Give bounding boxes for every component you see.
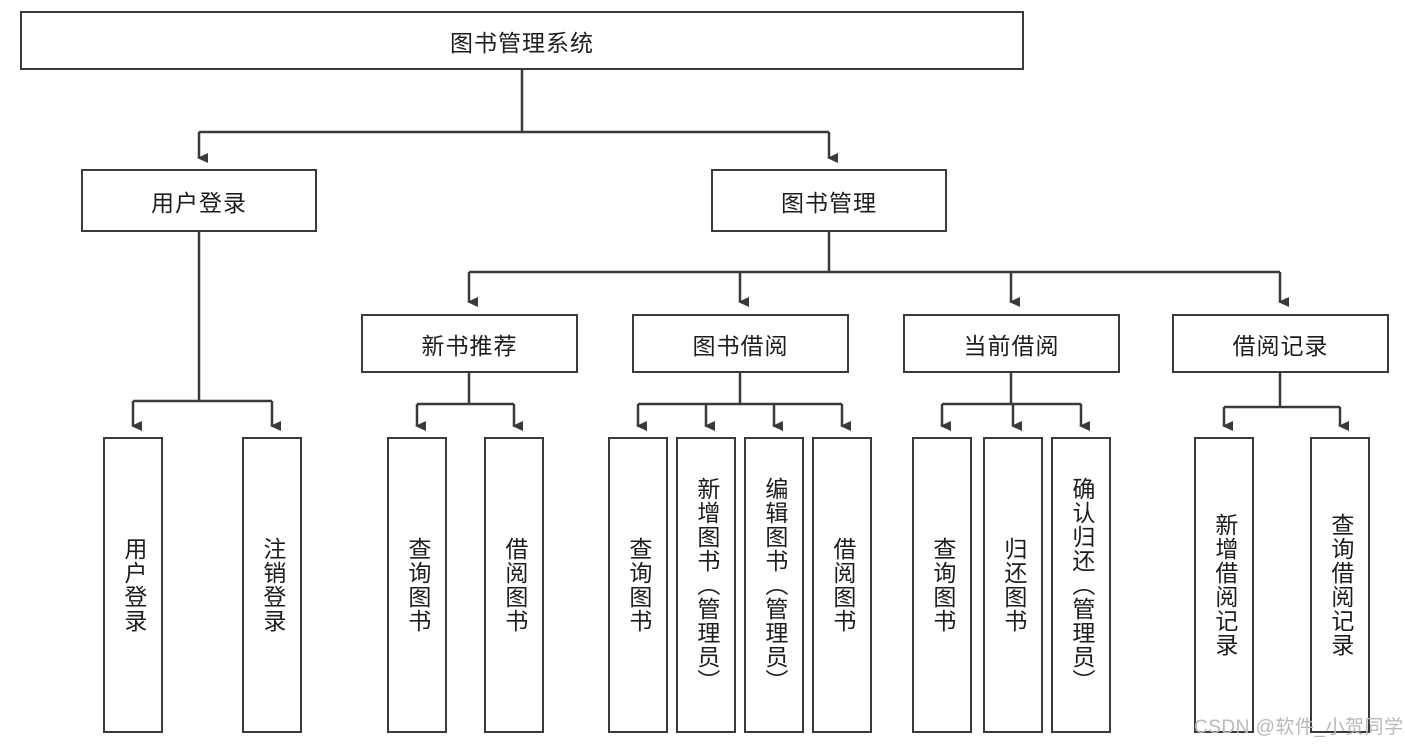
node-label: 注销登录: [259, 537, 286, 633]
node-root-system[interactable]: 图书管理系统: [20, 11, 1024, 70]
node-label: 查询图书: [625, 537, 652, 633]
leaf-node-query-book-borrow[interactable]: 查询图书: [608, 437, 668, 733]
node-label: 编辑图书（管理员）: [761, 477, 788, 693]
leaf-node-borrow-book[interactable]: 借阅图书: [812, 437, 872, 733]
node-label: 查询图书: [404, 537, 431, 633]
node-label: 当前借阅: [963, 332, 1060, 359]
node-label: 借阅图书: [501, 537, 528, 633]
node-current-borrow[interactable]: 当前借阅: [903, 314, 1120, 373]
leaf-node-user-login[interactable]: 用户登录: [103, 437, 163, 733]
node-label: 图书管理: [781, 189, 877, 216]
node-label: 借阅图书: [829, 537, 856, 633]
leaf-node-query-book-rec[interactable]: 查询图书: [387, 437, 447, 733]
node-label: 确认归还（管理员）: [1068, 477, 1095, 693]
leaf-node-add-borrow-record[interactable]: 新增借阅记录: [1194, 437, 1254, 733]
node-label: 用户登录: [120, 537, 147, 633]
node-label: 查询图书: [929, 537, 956, 633]
node-label: 新书推荐: [421, 332, 518, 359]
leaf-node-edit-book-admin[interactable]: 编辑图书（管理员）: [744, 437, 804, 733]
leaf-node-query-book-current[interactable]: 查询图书: [912, 437, 972, 733]
leaf-node-add-book-admin[interactable]: 新增图书（管理员）: [676, 437, 736, 733]
node-label: 新增借阅记录: [1211, 513, 1238, 657]
node-label: 查询借阅记录: [1327, 513, 1354, 657]
leaf-node-borrow-book-rec[interactable]: 借阅图书: [484, 437, 544, 733]
node-label: 用户登录: [151, 189, 247, 216]
leaf-node-query-borrow-record[interactable]: 查询借阅记录: [1310, 437, 1370, 733]
node-label: 图书借阅: [692, 332, 789, 359]
watermark-text: CSDN @软件_小贺同学: [1194, 717, 1404, 738]
node-new-book-recommend[interactable]: 新书推荐: [361, 314, 578, 373]
node-label: 归还图书: [1000, 537, 1027, 633]
node-book-borrow[interactable]: 图书借阅: [632, 314, 849, 373]
node-label: 新增图书（管理员）: [693, 477, 720, 693]
leaf-node-confirm-return-admin[interactable]: 确认归还（管理员）: [1051, 437, 1111, 733]
node-user-login[interactable]: 用户登录: [81, 169, 317, 232]
node-label: 借阅记录: [1232, 332, 1329, 359]
node-label: 图书管理系统: [450, 29, 594, 56]
node-book-management[interactable]: 图书管理: [711, 169, 947, 232]
leaf-node-return-book[interactable]: 归还图书: [983, 437, 1043, 733]
leaf-node-logout[interactable]: 注销登录: [242, 437, 302, 733]
node-borrow-record[interactable]: 借阅记录: [1172, 314, 1389, 373]
